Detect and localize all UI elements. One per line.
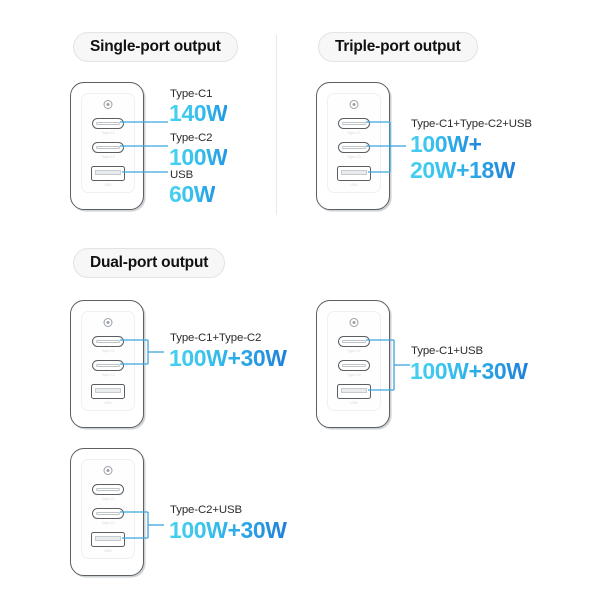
port-label-type-c1: Type-C1 <box>101 497 115 501</box>
readout-caption-dual-c2-usb: Type-C2+USB <box>170 504 243 516</box>
port-type-c1 <box>92 336 124 347</box>
readout-value-triple-line1: 100W+ <box>410 131 482 157</box>
readout-caption-triple: Type-C1+Type-C2+USB <box>411 118 532 130</box>
section-pill-dual-port: Dual-port output <box>73 248 226 278</box>
readout-value-dual-c1-c2: 100W+30W <box>169 345 287 371</box>
port-usb-a <box>91 532 125 547</box>
baseus-circle-logo-icon <box>349 100 359 109</box>
readout-value-usb: 60W <box>169 181 216 207</box>
charger-device-triple-port: Type-C1 Type-C2 USB <box>316 82 390 210</box>
port-label-type-c2: Type-C2 <box>347 155 361 159</box>
baseus-circle-logo-icon <box>349 318 359 327</box>
port-label-type-c1: Type-C1 <box>101 131 115 135</box>
port-label-type-c1: Type-C1 <box>101 349 115 353</box>
baseus-circle-logo-icon <box>103 466 113 475</box>
section-pill-triple-port: Triple-port output <box>318 32 478 62</box>
readout-value-dual-c1-usb: 100W+30W <box>410 358 528 384</box>
readout-caption-dual-c1-c2: Type-C1+Type-C2 <box>170 332 262 344</box>
readout-value-type-c2: 100W <box>169 144 228 170</box>
readout-caption-usb: USB <box>170 169 194 181</box>
port-label-type-c2: Type-C2 <box>101 155 115 159</box>
device-panel: Type-C1 Type-C2 USB <box>81 459 135 559</box>
port-type-c1 <box>92 484 124 495</box>
readout-value-triple-line2: 20W+18W <box>410 157 516 183</box>
port-label-type-c1: Type-C1 <box>347 349 361 353</box>
port-label-usb: USB <box>350 183 358 187</box>
port-type-c1 <box>338 336 370 347</box>
port-label-usb: USB <box>104 549 112 553</box>
charger-device-dual-c2-usb: Type-C1 Type-C2 USB <box>70 448 144 576</box>
port-label-usb: USB <box>350 401 358 405</box>
charger-device-dual-c1-usb: Type-C1 Type-C2 USB <box>316 300 390 428</box>
device-panel: Type-C1 Type-C2 USB <box>81 93 135 193</box>
readout-value-dual-c2-usb: 100W+30W <box>169 517 287 543</box>
column-divider <box>276 35 277 215</box>
port-type-c1 <box>338 118 370 129</box>
port-label-usb: USB <box>104 183 112 187</box>
readout-caption-dual-c1-usb: Type-C1+USB <box>411 345 484 357</box>
port-type-c2 <box>338 360 370 371</box>
section-pill-single-port: Single-port output <box>73 32 238 62</box>
port-label-type-c2: Type-C2 <box>101 373 115 377</box>
readout-caption-type-c2: Type-C2 <box>170 132 213 144</box>
port-usb-a <box>337 384 371 399</box>
port-label-type-c2: Type-C2 <box>101 521 115 525</box>
port-usb-a <box>337 166 371 181</box>
port-usb-a <box>91 166 125 181</box>
port-label-type-c2: Type-C2 <box>347 373 361 377</box>
device-panel: Type-C1 Type-C2 USB <box>327 311 381 411</box>
readout-value-type-c1: 140W <box>169 100 228 126</box>
baseus-circle-logo-icon <box>103 318 113 327</box>
port-type-c2 <box>338 142 370 153</box>
device-panel: Type-C1 Type-C2 USB <box>327 93 381 193</box>
device-panel: Type-C1 Type-C2 USB <box>81 311 135 411</box>
port-type-c2 <box>92 142 124 153</box>
charger-device-dual-c1-c2: Type-C1 Type-C2 USB <box>70 300 144 428</box>
baseus-circle-logo-icon <box>103 100 113 109</box>
port-type-c2 <box>92 360 124 371</box>
port-label-usb: USB <box>104 401 112 405</box>
readout-caption-type-c1: Type-C1 <box>170 88 213 100</box>
port-usb-a <box>91 384 125 399</box>
port-label-type-c1: Type-C1 <box>347 131 361 135</box>
port-type-c2 <box>92 508 124 519</box>
port-type-c1 <box>92 118 124 129</box>
charger-device-single-port: Type-C1 Type-C2 USB <box>70 82 144 210</box>
